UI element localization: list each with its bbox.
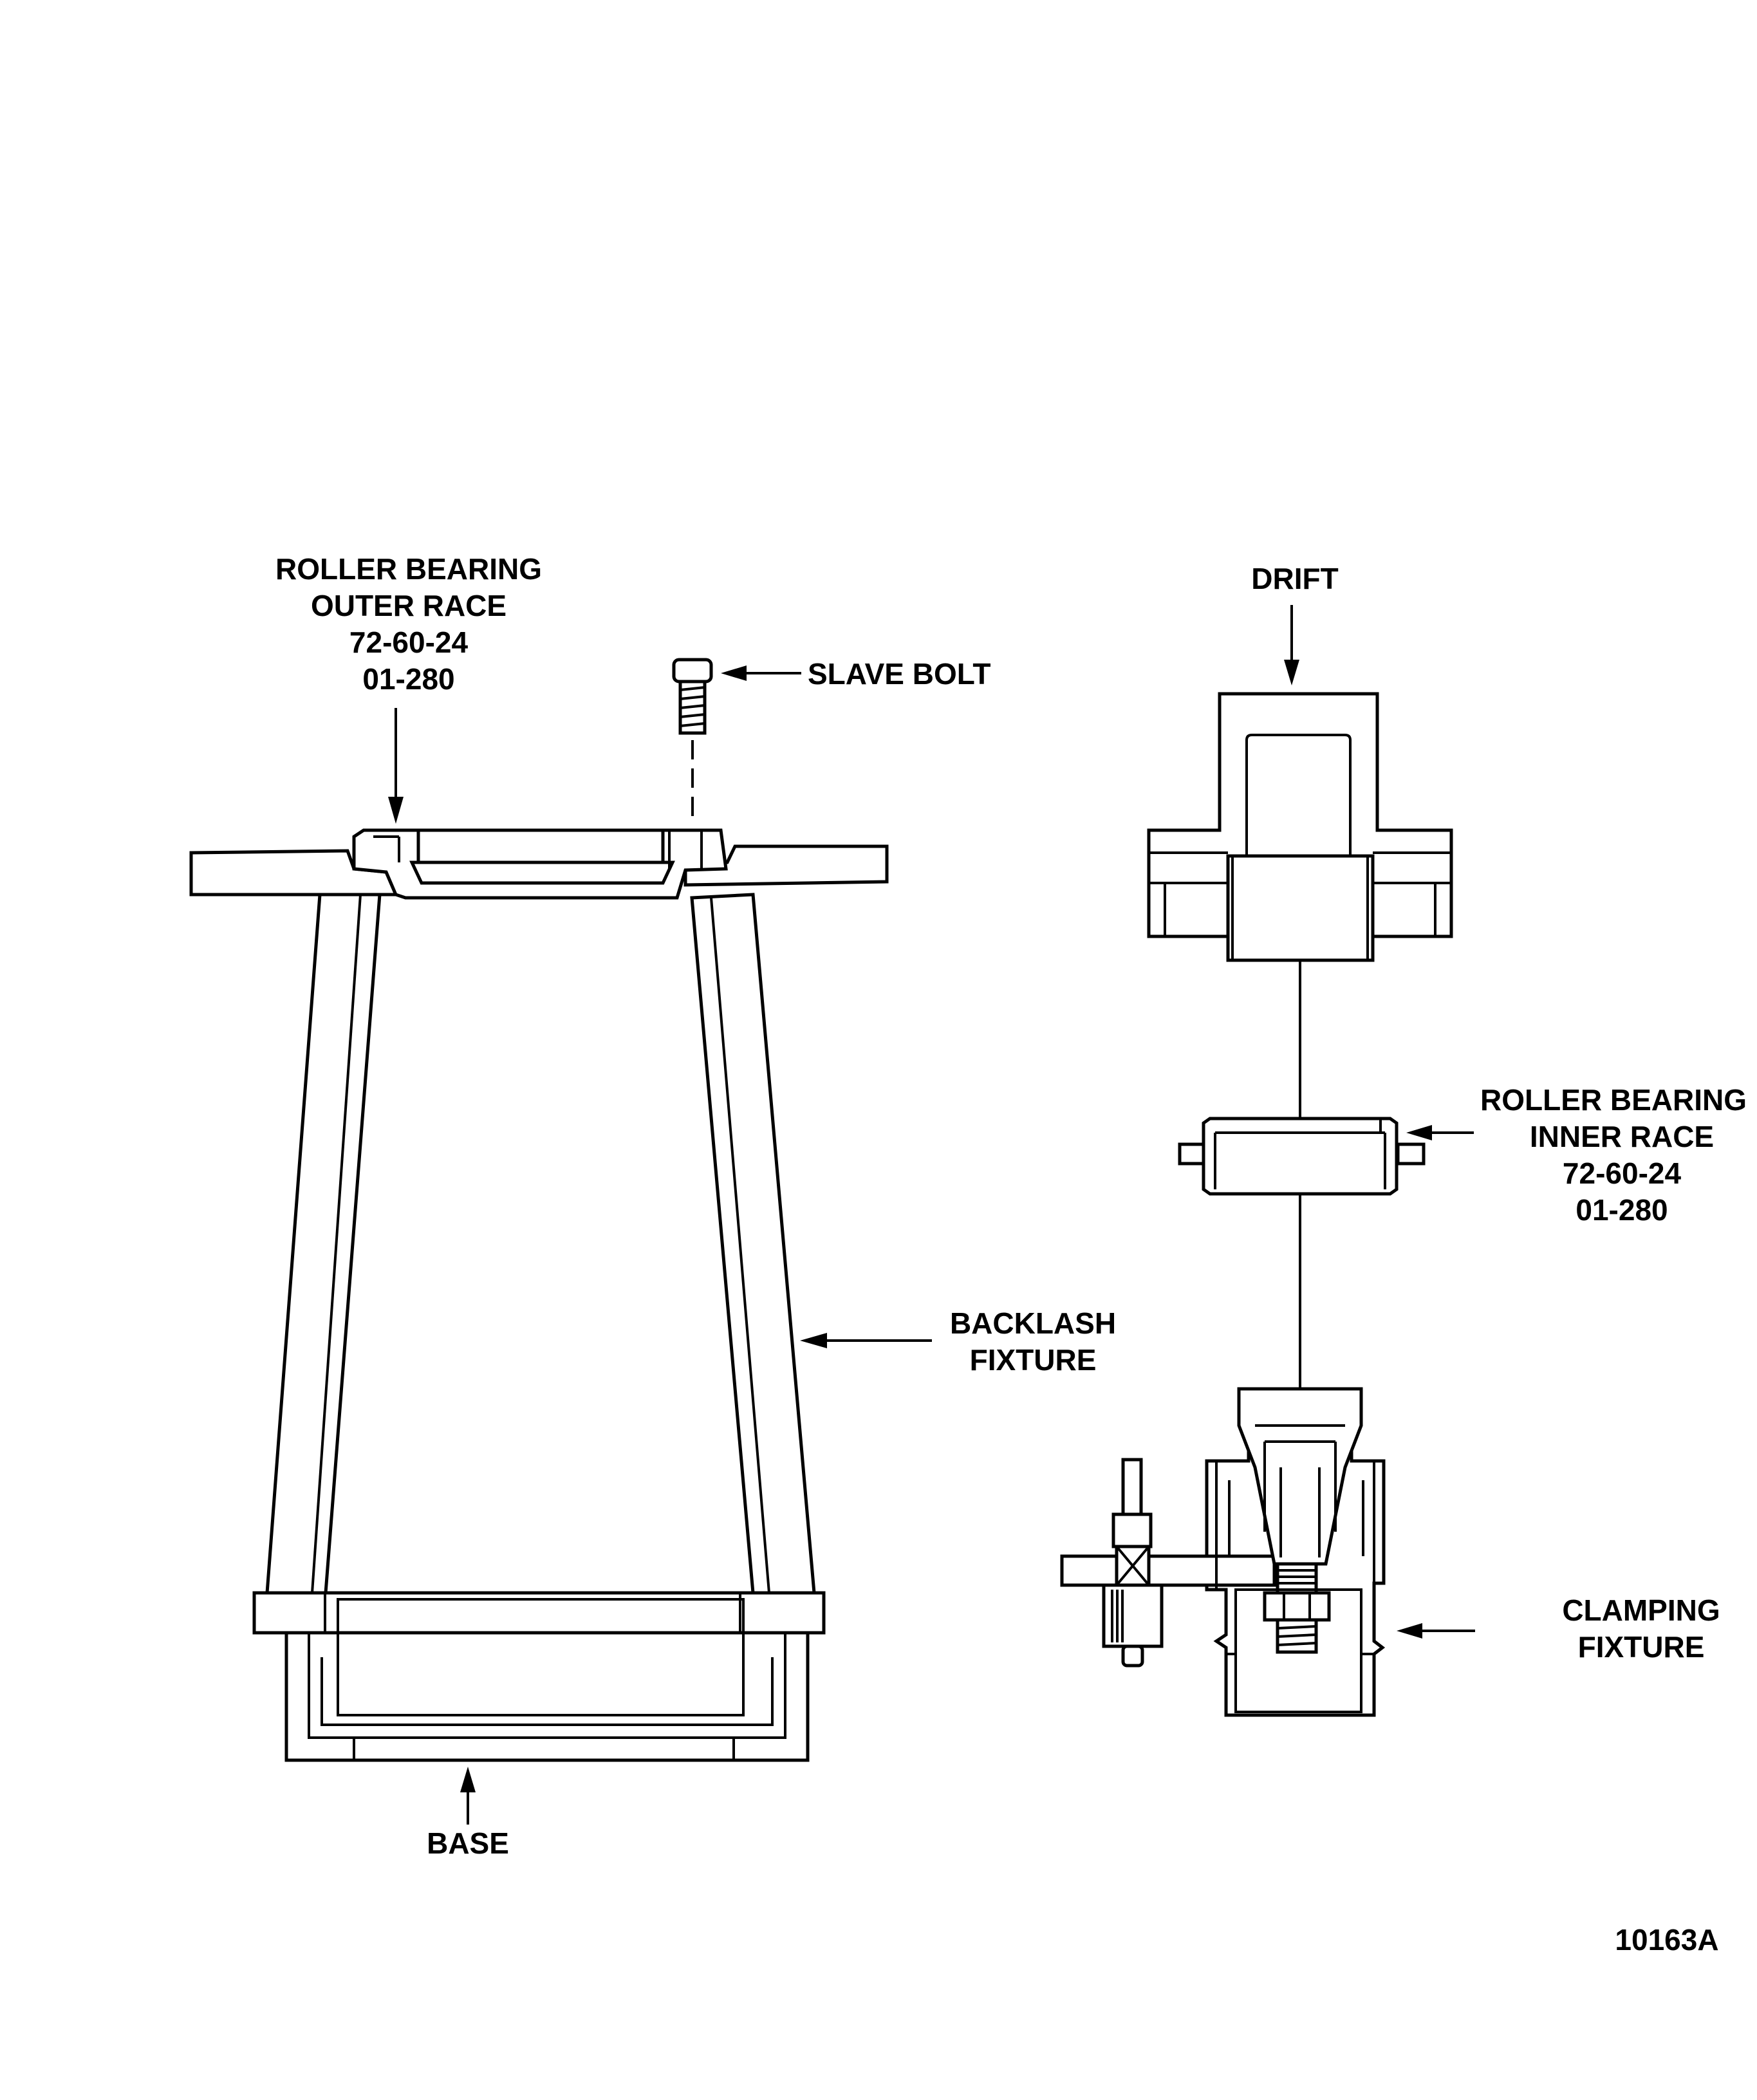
clamping-fixture: [1060, 1387, 1386, 1717]
base-arrow: [460, 1767, 476, 1825]
inner-race-label-line-2: INNER RACE: [1530, 1120, 1714, 1153]
backlash-fixture: [189, 828, 889, 1762]
drift-arrow: [1284, 605, 1299, 685]
clamping-fixture-arrow: [1397, 1623, 1475, 1639]
inner-race-label-line-3: 72-60-24: [1563, 1157, 1682, 1190]
backlash-fixture-label-line-2: FIXTURE: [970, 1343, 1097, 1377]
outer-race-label-line-4: 01-280: [362, 662, 454, 696]
inner-race-arrow: [1406, 1125, 1474, 1140]
slave-bolt-label: SLAVE BOLT: [808, 657, 991, 691]
backlash-fixture-label: BACKLASH FIXTURE: [950, 1306, 1116, 1377]
inner-race-label: ROLLER BEARING INNER RACE 72-60-24 01-28…: [1480, 1083, 1747, 1227]
outer-race-label: ROLLER BEARING OUTER RACE 72-60-24 01-28…: [275, 552, 542, 696]
figure-number: 10163A: [1615, 1923, 1718, 1956]
inner-race-label-line-1: ROLLER BEARING: [1480, 1083, 1747, 1117]
drift-label: DRIFT: [1251, 562, 1338, 595]
inner-race: [1178, 1117, 1426, 1196]
outer-race-label-line-2: OUTER RACE: [311, 589, 507, 622]
clamping-fixture-label-line-2: FIXTURE: [1578, 1630, 1705, 1664]
inner-race-label-line-4: 01-280: [1576, 1193, 1668, 1227]
base-label: BASE: [427, 1826, 509, 1860]
outer-race-label-line-3: 72-60-24: [349, 626, 469, 659]
outer-race-label-line-1: ROLLER BEARING: [275, 552, 542, 586]
clamping-fixture-label: CLAMPING FIXTURE: [1562, 1594, 1720, 1664]
drift: [1147, 692, 1453, 962]
clamping-fixture-label-line-1: CLAMPING: [1562, 1594, 1720, 1627]
outer-race-arrow: [388, 708, 404, 824]
backlash-fixture-arrow: [800, 1333, 932, 1348]
slave-bolt: [672, 658, 713, 824]
backlash-fixture-label-line-1: BACKLASH: [950, 1306, 1116, 1340]
slave-bolt-arrow: [721, 665, 801, 681]
